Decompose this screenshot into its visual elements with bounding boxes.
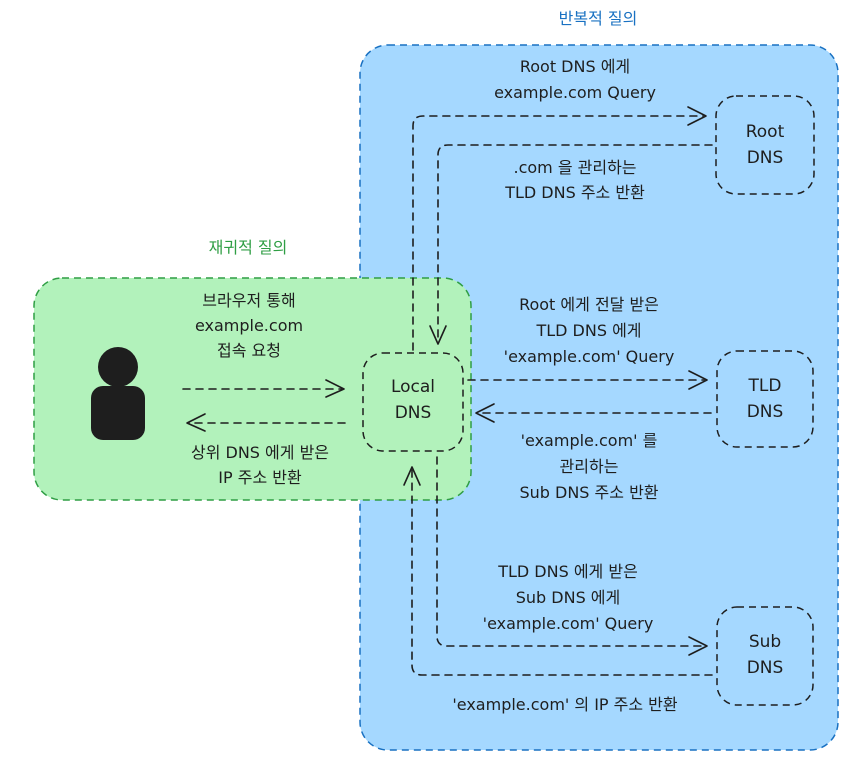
tld-to-local-response-arrow [475, 403, 712, 423]
root-dns-node [715, 95, 815, 195]
svg-text:Sub DNS 에게: Sub DNS 에게 [516, 588, 621, 607]
tld-dns-node [716, 350, 814, 448]
svg-text:관리하는: 관리하는 [560, 457, 619, 476]
local-to-tld-query-arrow [467, 370, 708, 390]
svg-text:TLD DNS 에게: TLD DNS 에게 [535, 321, 641, 340]
root-response-label: .com 을 관리하는 TLD DNS 주소 반환 [504, 158, 645, 202]
sub-to-local-response-arrow [403, 466, 713, 676]
sub-dns-node [716, 606, 814, 706]
tld-response-label: 'example.com' 를 관리하는 Sub DNS 주소 반환 [519, 431, 658, 502]
sub-dns-label-line-2: DNS [747, 658, 784, 678]
local-to-sub-query-arrow [436, 456, 708, 656]
svg-text:브라우저 통해: 브라우저 통해 [202, 291, 295, 310]
local-to-root-query-arrow [412, 106, 707, 351]
svg-text:상위 DNS 에게 받은: 상위 DNS 에게 받은 [191, 443, 329, 462]
user-to-local-dns-arrow [182, 379, 345, 398]
tld-dns-label-line-1: TLD [748, 376, 782, 396]
svg-text:Sub DNS 주소 반환: Sub DNS 주소 반환 [519, 483, 658, 502]
local-dns-label-line-2: DNS [395, 403, 432, 423]
svg-text:'example.com' 를: 'example.com' 를 [521, 431, 658, 450]
root-dns-label-line-2: DNS [747, 148, 784, 168]
local-dns-node [362, 352, 464, 452]
svg-text:'example.com' Query: 'example.com' Query [483, 614, 654, 633]
svg-text:'example.com' 의 IP 주소 반환: 'example.com' 의 IP 주소 반환 [452, 695, 678, 714]
local-dns-label-line-1: Local [391, 377, 435, 397]
sub-response-label: 'example.com' 의 IP 주소 반환 [452, 695, 678, 714]
recursive-query-title: 재귀적 질의 [209, 238, 288, 257]
svg-text:Root DNS 에게: Root DNS 에게 [520, 57, 630, 76]
tld-query-label: Root 에게 전달 받은 TLD DNS 에게 'example.com' Q… [504, 295, 675, 366]
ip-return-to-user-label: 상위 DNS 에게 받은 IP 주소 반환 [191, 443, 329, 487]
tld-dns-label-line-2: DNS [747, 402, 784, 422]
svg-text:.com 을 관리하는: .com 을 관리하는 [513, 158, 636, 177]
browser-request-label: 브라우저 통해 example.com 접속 요청 [195, 291, 303, 360]
root-dns-label-line-1: Root [746, 122, 785, 142]
root-to-local-response-arrow [429, 144, 713, 345]
svg-text:Root 에게 전달 받은: Root 에게 전달 받은 [519, 295, 659, 314]
root-query-label: Root DNS 에게 example.com Query [494, 57, 656, 102]
local-dns-to-user-arrow [186, 413, 346, 432]
svg-text:example.com: example.com [195, 316, 303, 335]
svg-text:TLD DNS 주소 반환: TLD DNS 주소 반환 [504, 183, 645, 202]
svg-text:TLD DNS 에게 받은: TLD DNS 에게 받은 [497, 562, 638, 581]
svg-text:example.com Query: example.com Query [494, 83, 656, 102]
svg-text:'example.com' Query: 'example.com' Query [504, 347, 675, 366]
iterative-query-title: 반복적 질의 [559, 9, 638, 28]
svg-text:접속 요청: 접속 요청 [217, 341, 281, 360]
sub-query-label: TLD DNS 에게 받은 Sub DNS 에게 'example.com' Q… [483, 562, 654, 633]
sub-dns-label-line-1: Sub [749, 632, 781, 652]
svg-text:IP 주소 반환: IP 주소 반환 [218, 468, 302, 487]
user-icon [91, 347, 145, 440]
